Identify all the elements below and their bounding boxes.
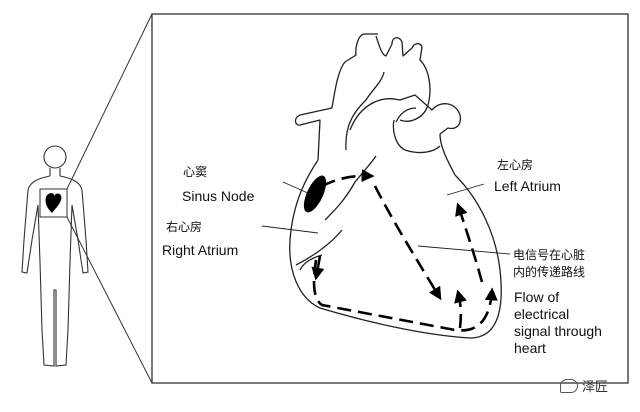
flow-label-line-1: Flow of	[514, 289, 560, 305]
heart-outline	[289, 33, 502, 339]
left-atrium-label-en: Left Atrium	[494, 178, 561, 194]
human-figure	[21, 145, 89, 367]
sinus-node-label-en: Sinus Node	[182, 188, 255, 204]
flow-label-line-2: electrical	[514, 306, 570, 322]
zoom-frame	[151, 13, 629, 384]
flow-label-line-4: heart	[514, 340, 546, 356]
sinus-node-label-zh: 心窦	[183, 165, 208, 179]
signal-path-label-zh-2: 内的传递路线	[513, 265, 586, 279]
small-heart-icon	[45, 193, 62, 213]
leader-lines	[261, 181, 511, 255]
flow-label-line-3: signal through	[514, 323, 602, 339]
sinus-node-marker	[303, 175, 327, 213]
chat-bubble-icon	[560, 378, 578, 393]
signal-path-label-zh-1: 电信号在心脏	[513, 248, 586, 262]
signal-path	[311, 169, 498, 332]
watermark: 泽匠	[560, 376, 608, 395]
right-atrium-label-zh: 右心房	[166, 220, 203, 234]
right-atrium-label-en: Right Atrium	[162, 242, 239, 258]
watermark-text: 泽匠	[582, 380, 609, 395]
left-atrium-label-zh: 左心房	[497, 158, 534, 172]
